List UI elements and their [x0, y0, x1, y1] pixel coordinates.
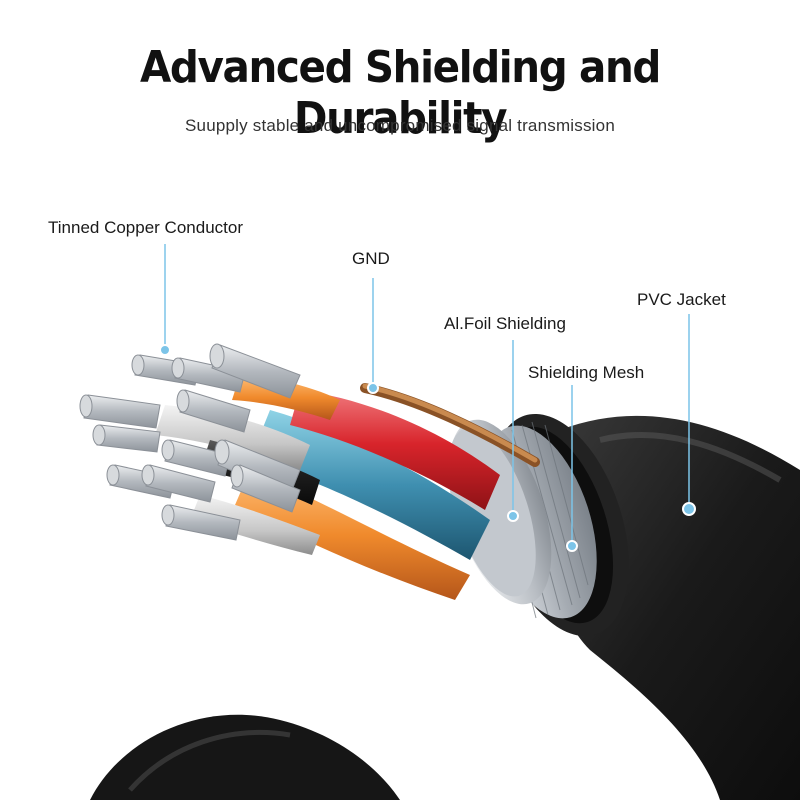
foil-shielding-label: Al.Foil Shielding — [444, 314, 566, 333]
pvc-jacket-label: PVC Jacket — [637, 290, 726, 309]
tinned-copper-conductor-label: Tinned Copper Conductor — [48, 218, 243, 237]
page-subtitle: Suupply stable and uncompromised signal … — [185, 116, 615, 135]
mesh-dot — [566, 540, 578, 552]
shielding-mesh-label: Shielding Mesh — [528, 363, 645, 382]
tinned-dot — [159, 344, 171, 356]
page-title: Advanced Shielding and Durability — [139, 42, 661, 144]
gnd-wire — [360, 383, 540, 467]
pvc-dot — [682, 502, 696, 516]
foil-dot — [507, 510, 519, 522]
callout-markers — [159, 244, 696, 552]
gnd-label: GND — [352, 249, 390, 268]
gnd-dot — [367, 382, 379, 394]
tinned-strands — [79, 343, 301, 541]
